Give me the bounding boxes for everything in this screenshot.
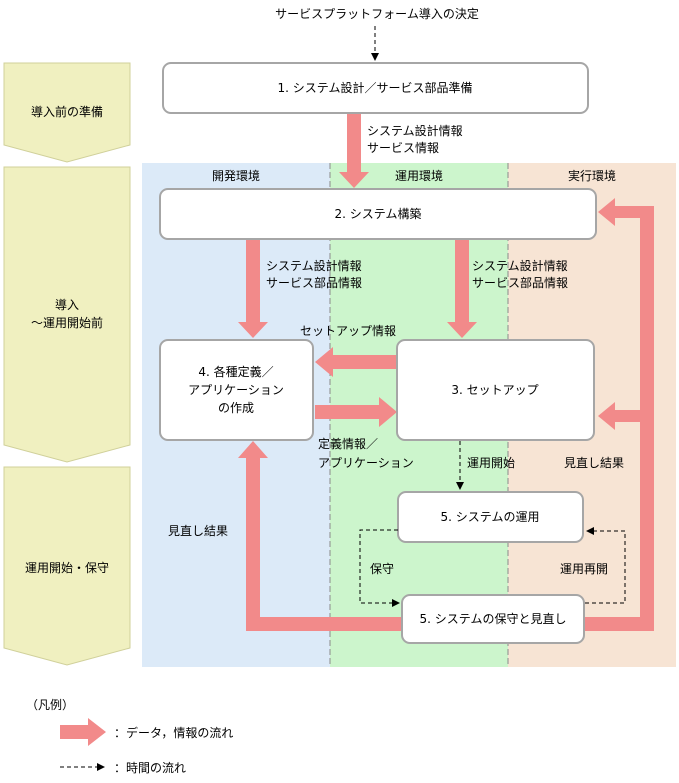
label-restart: 運用再開: [560, 562, 608, 576]
legend-title: （凡例）: [26, 698, 74, 712]
label-review-right: 見直し結果: [564, 456, 624, 470]
phase-ops: [3, 466, 131, 666]
flow-arrow-definitions: [315, 397, 397, 427]
phase-prep: [3, 62, 131, 163]
label-maintenance: 保守: [370, 562, 394, 576]
label-design-parts-left-1: システム設計情報: [266, 258, 362, 273]
phase-prep-label: 導入前の準備: [31, 104, 103, 119]
box-definitions-label-2: アプリケーション: [188, 383, 284, 397]
box-system-design-label: 1. システム設計／サービス部品準備: [278, 80, 473, 95]
flow-arrow-review-right-stem: [584, 617, 652, 631]
box-system-build: [159, 188, 597, 240]
env-label-exec: 実行環境: [568, 168, 616, 183]
legend-time-flow-label: ：時間の流れ: [114, 761, 186, 775]
box-definitions-label-1: 4. 各種定義／: [198, 364, 273, 379]
box-setup: [396, 339, 595, 441]
box-system-build-label: 2. システム構築: [335, 206, 422, 221]
box-system-design: [162, 62, 589, 114]
label-design-parts-right-1: システム設計情報: [472, 258, 568, 273]
phase-intro-label-1: 導入: [55, 298, 79, 312]
label-review-left: 見直し結果: [168, 524, 228, 538]
box-maintenance-label: 5. システムの保守と見直し: [420, 612, 567, 626]
label-design-parts-right-2: サービス部品情報: [472, 275, 568, 290]
env-label-ops: 運用環境: [395, 168, 443, 183]
box-setup-label: 3. セットアップ: [451, 383, 538, 397]
top-decision-label: サービスプラットフォーム導入の決定: [275, 6, 479, 21]
label-definitions-2: アプリケーション: [318, 456, 414, 470]
box-definitions: [159, 339, 314, 441]
label-design-parts-left-2: サービス部品情報: [266, 275, 362, 290]
flow-arrow-review-right-vertical: [640, 206, 654, 631]
label-design-service-2: サービス情報: [367, 141, 439, 155]
label-definitions-1: 定義情報／: [318, 436, 378, 451]
label-design-service-1: システム設計情報: [367, 123, 463, 138]
phase-ops-label: 運用開始・保守: [25, 561, 109, 575]
flow-arrow-review-left: [238, 441, 402, 631]
label-setup-info: セットアップ情報: [300, 324, 396, 338]
box-maintenance: [401, 594, 585, 644]
flow-arrow-review-right: [584, 198, 646, 617]
label-ops-start: 運用開始: [467, 456, 515, 470]
legend-data-flow-arrow: [60, 718, 106, 746]
box-definitions-label-3: の作成: [218, 401, 254, 415]
box-operation: [397, 491, 584, 543]
flow-arrow-b2-to-b4: [238, 239, 268, 338]
flow-arrow-setup-info: [315, 347, 397, 377]
env-label-dev: 開発環境: [212, 168, 260, 183]
flow-arrow-b2-to-b3: [447, 239, 477, 338]
phase-intro-label-2: ～運用開始前: [31, 315, 103, 330]
phase-intro: [3, 166, 131, 463]
legend-data-flow-label: ：データ，情報の流れ: [114, 725, 233, 740]
flow-arrow-b1-to-b2: [339, 114, 369, 188]
box-operation-label: 5. システムの運用: [441, 510, 540, 524]
